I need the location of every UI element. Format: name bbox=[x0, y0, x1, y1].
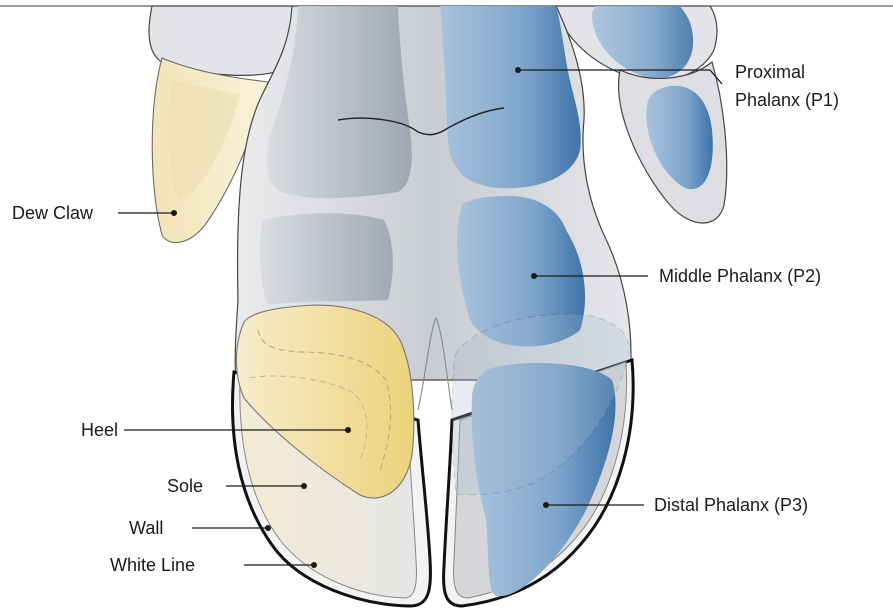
white-line-label: White Line bbox=[110, 555, 195, 575]
heel-label: Heel bbox=[81, 420, 118, 440]
sole-label: Sole bbox=[167, 476, 203, 496]
dew-claw-label: Dew Claw bbox=[12, 203, 94, 223]
wall-label: Wall bbox=[129, 518, 163, 538]
proximal-phalanx-label-line1: Proximal bbox=[735, 62, 805, 82]
proximal-phalanx-right bbox=[440, 6, 581, 188]
middle-phalanx-left bbox=[260, 213, 393, 305]
distal-phalanx-label: Distal Phalanx (P3) bbox=[654, 495, 808, 515]
proximal-phalanx-label-line2: Phalanx (P1) bbox=[735, 90, 839, 110]
dew-claw-callout: Dew Claw bbox=[12, 203, 177, 223]
middle-phalanx-label: Middle Phalanx (P2) bbox=[659, 266, 821, 286]
right-upper-bone bbox=[592, 6, 693, 78]
wall-callout: Wall bbox=[129, 518, 271, 538]
